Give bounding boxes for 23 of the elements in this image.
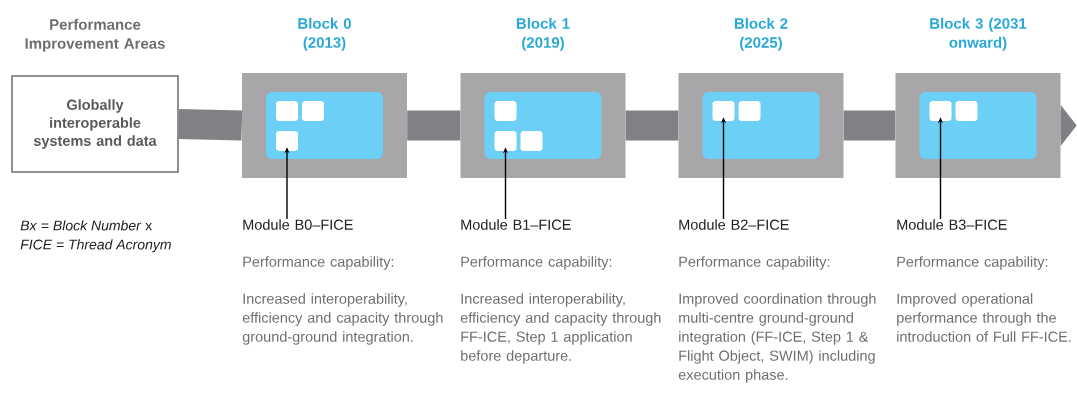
node-label: Block 2 (2025) (734, 17, 788, 51)
timeline-bar (178, 109, 243, 141)
node-label: Performance Improvement Areas (25, 18, 165, 52)
module-square (955, 101, 978, 121)
module-square (276, 131, 298, 151)
module-square (276, 101, 298, 121)
module-square (520, 131, 543, 151)
module-description: Module B0–FICE Performance capability: Increased interoperability, efficiency and capacity through ground-ground integration. (242, 219, 443, 345)
module-description: Module B3–FICE Performance capability: Improved operational performance through the introduction of Full FF-ICE. (897, 219, 1071, 342)
node-label: Block 3 (2031 onward) (930, 17, 1027, 51)
timeline-bar (625, 110, 679, 141)
module-square (302, 101, 324, 121)
node-label: Block 1 (2019) (516, 17, 570, 51)
module-description: Module B1–FICE Performance capability: Increased interoperability, efficiency and capacity through FF-ICE, Step 1 application before departure. (460, 219, 661, 364)
timeline-bar (843, 110, 896, 141)
node-label: Block 0 (2013) (298, 17, 351, 51)
process-box: Performance Improvement Areas Globally interoperable systems and data (11, 18, 179, 173)
module-description: Module B2–FICE Performance capability: Improved coordination through multi-centre ground-ground integration (FF-ICE, Step 1 & Flight Object, SWIM) including execution phase. (678, 219, 876, 383)
module-square (738, 101, 761, 121)
module-square (494, 101, 517, 121)
timeline-bar (407, 110, 461, 141)
note-text: FICE = Thread Acronym (20, 239, 171, 253)
note-text: Bx = Block Number x (20, 220, 153, 231)
